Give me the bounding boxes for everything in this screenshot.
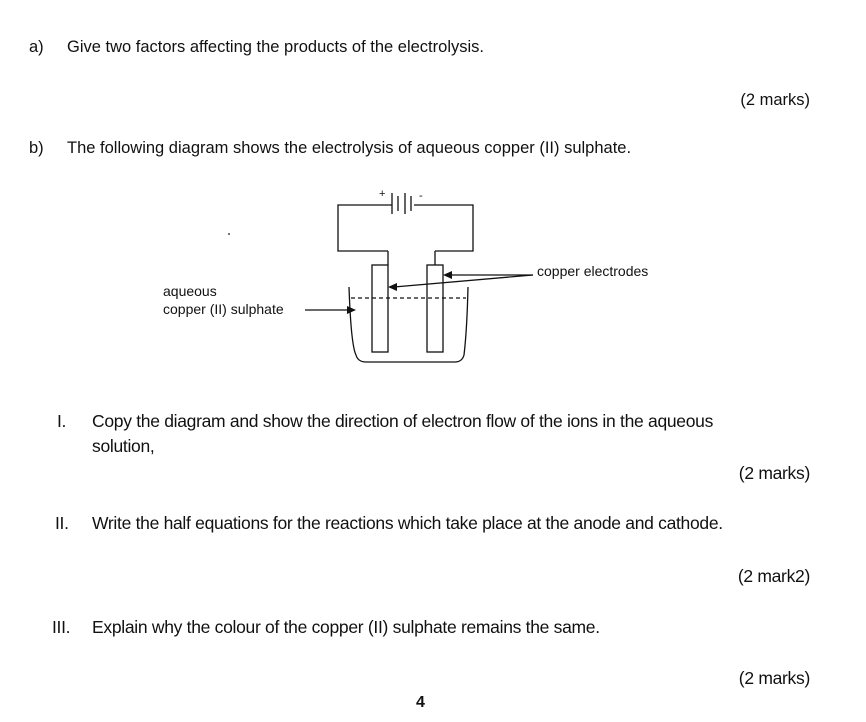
- arrow-head-icon: [443, 271, 452, 279]
- arrow-head-icon: [388, 283, 397, 291]
- label-copper-sulphate: copper (II) sulphate: [163, 301, 284, 317]
- right-wire: [414, 204, 474, 265]
- part-iii-label: III.: [52, 617, 71, 637]
- beaker: [348, 286, 469, 363]
- label-aqueous: aqueous: [163, 283, 217, 299]
- battery-negative: -: [419, 190, 423, 202]
- page-number: 4: [416, 694, 425, 711]
- arrow-head-icon: [347, 306, 356, 314]
- part-i-text-cont: solution,: [92, 436, 155, 456]
- part-ii-marks: (2 mark2): [737, 566, 810, 586]
- part-ii-text: Write the half equations for the reactio…: [92, 513, 723, 533]
- cathode-electrode: [426, 264, 444, 353]
- part-i-text: Copy the diagram and show the direction …: [92, 411, 714, 431]
- question-b-text: The following diagram shows the electrol…: [67, 139, 632, 157]
- question-a-text: Give two factors affecting the products …: [67, 38, 484, 56]
- battery-positive: +: [379, 188, 386, 200]
- question-a-marks: (2 marks): [740, 91, 810, 109]
- part-iii-text: Explain why the colour of the copper (II…: [92, 617, 600, 637]
- part-i-label: I.: [57, 411, 67, 431]
- part-ii-label: II.: [55, 513, 69, 533]
- part-i-marks: (2 marks): [738, 463, 811, 483]
- question-a-label: a): [29, 38, 44, 56]
- question-b-label: b): [29, 139, 44, 157]
- part-iii-marks: (2 marks): [738, 668, 811, 688]
- battery-icon: [391, 193, 412, 214]
- left-wire: [337, 204, 392, 265]
- label-copper-electrodes: copper electrodes: [537, 263, 649, 279]
- anode-electrode: [371, 264, 389, 353]
